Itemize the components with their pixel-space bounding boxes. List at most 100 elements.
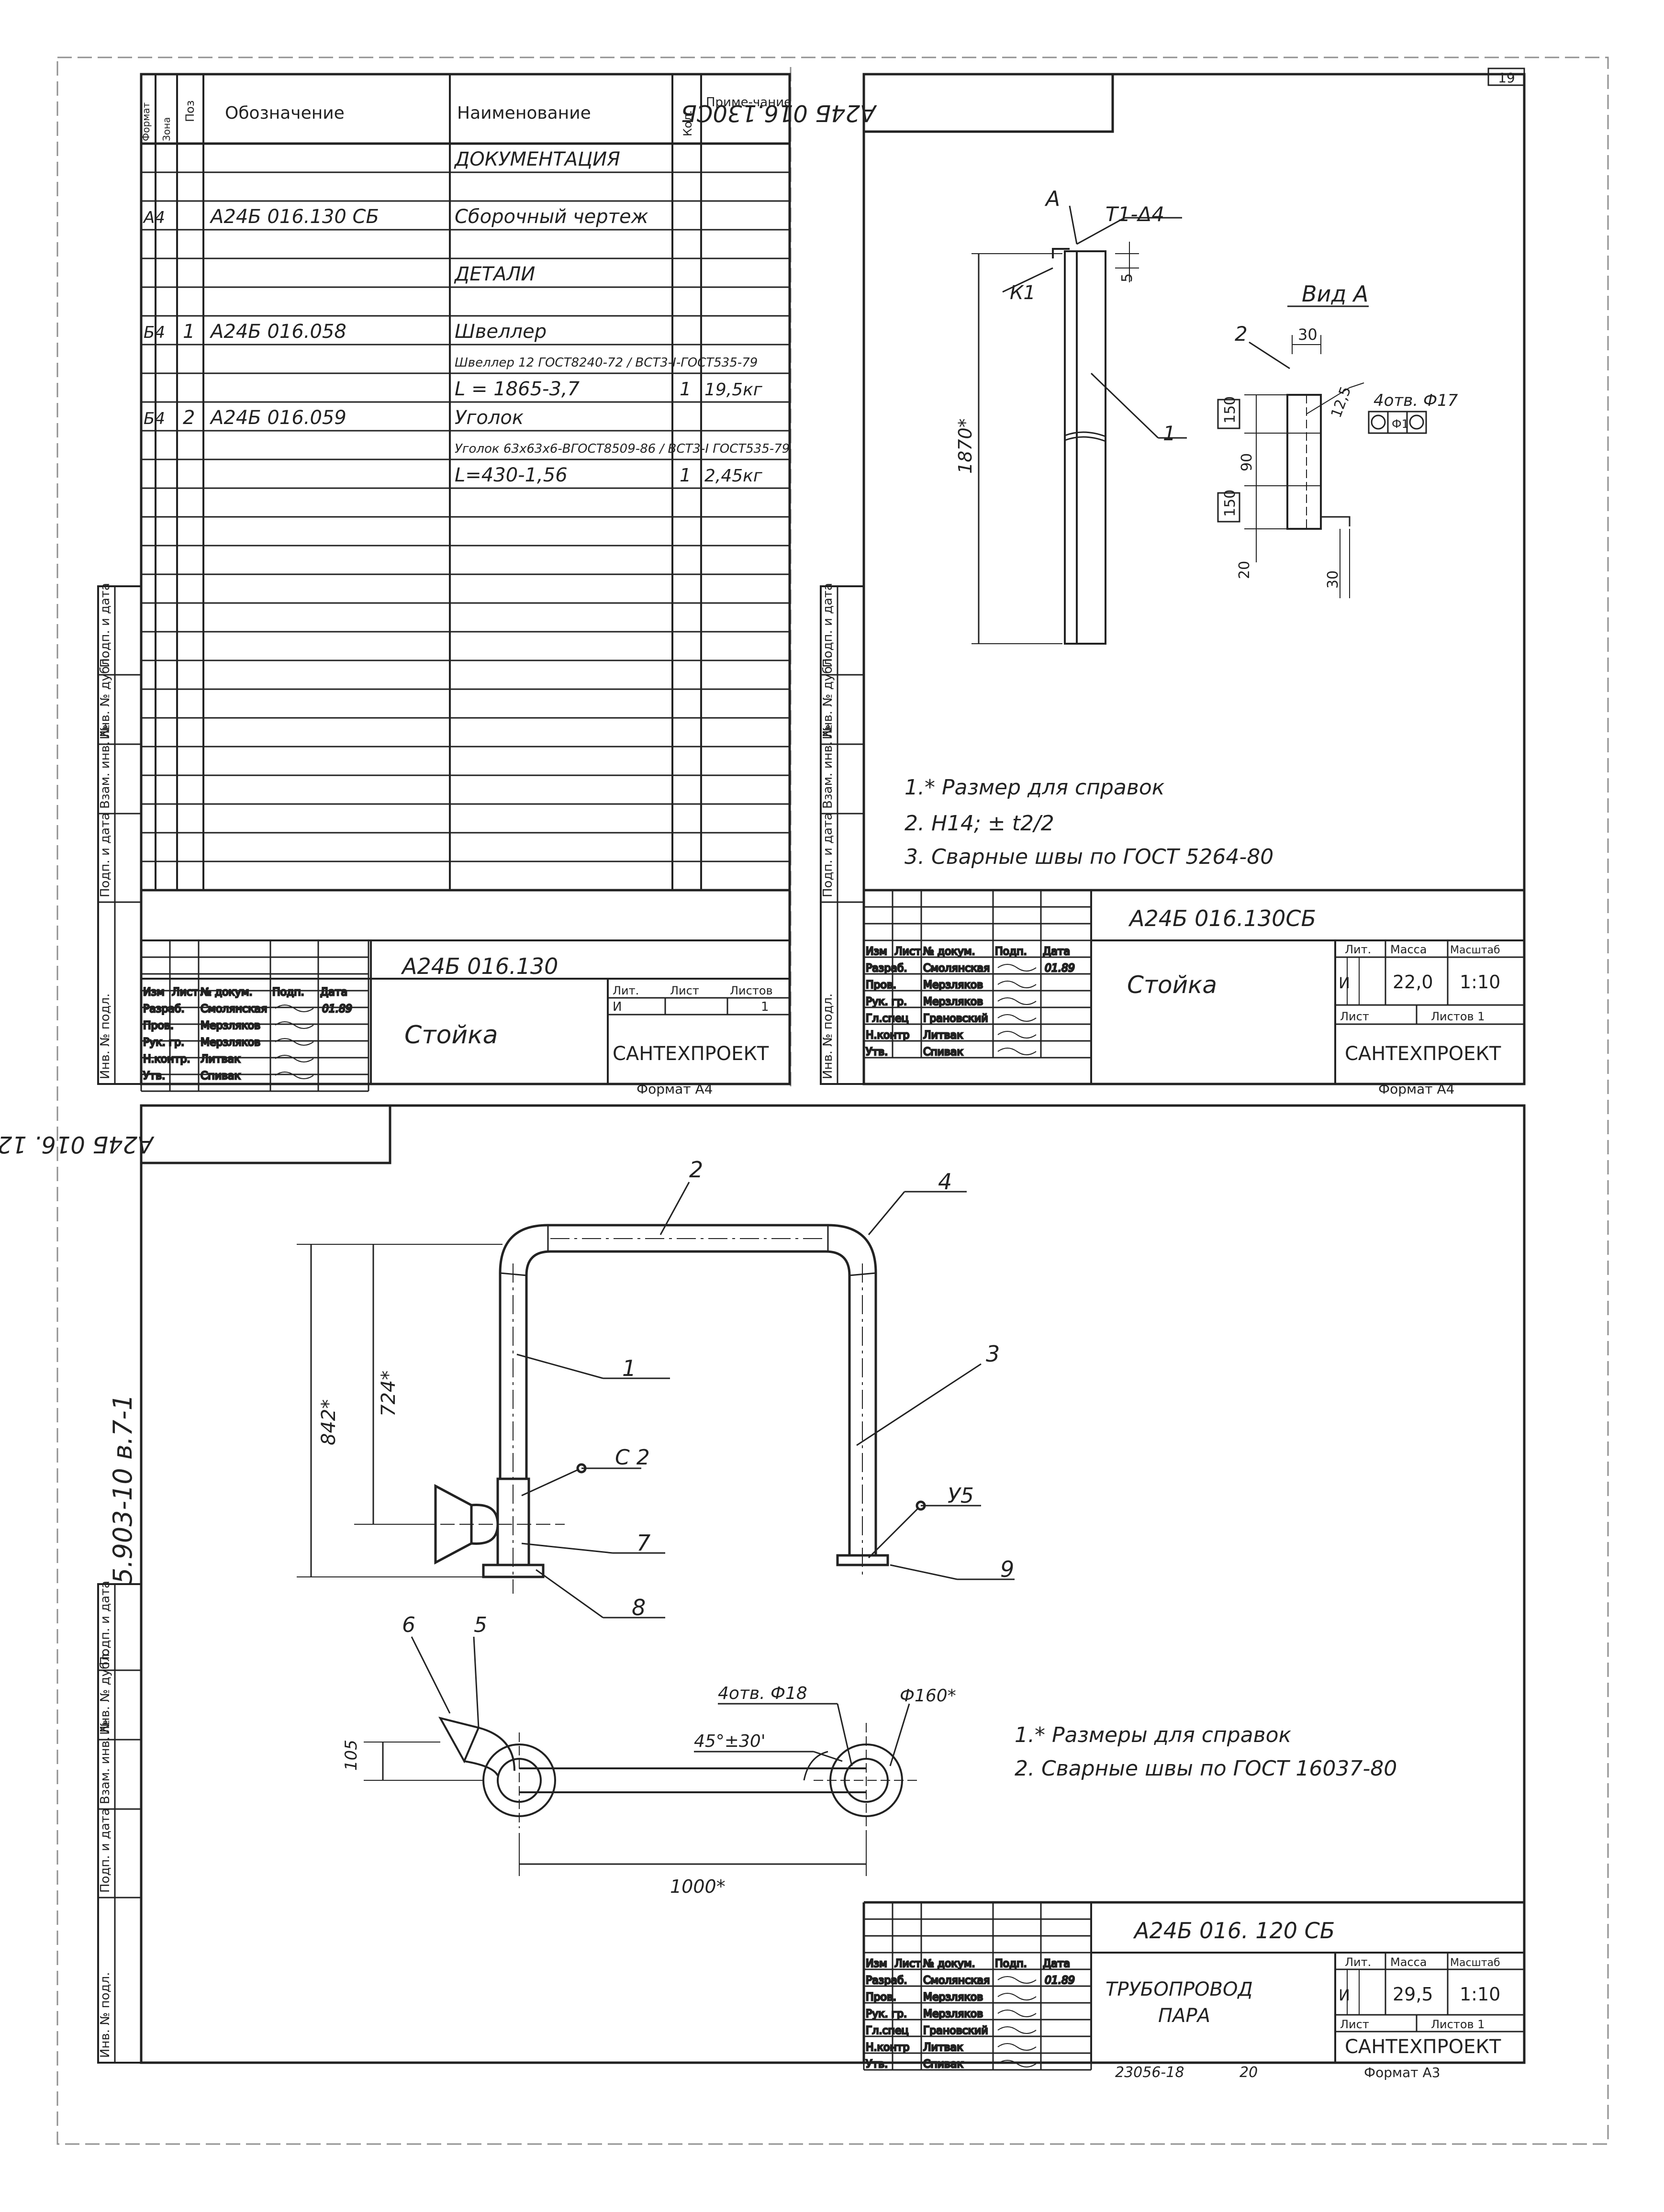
pipe-pos-5: 5 — [474, 1613, 487, 1637]
tb-person: Литвак — [923, 1029, 963, 1041]
pipe-pos-6: 6 — [402, 1613, 415, 1637]
tb2-mass-val: 22,0 — [1393, 972, 1433, 993]
dim-1000: 1000* — [670, 1876, 726, 1897]
tb-person: Смолянская — [923, 1975, 990, 1987]
side-label-5: Инв. № подл. — [98, 994, 112, 1079]
tb3-lit-label: Лит. — [1345, 1955, 1371, 1969]
tb1-lit-val: И — [613, 1000, 622, 1014]
tb-person: Смолянская — [201, 1003, 267, 1015]
tb2-scale-val: 1:10 — [1460, 972, 1500, 993]
holes-18: 4отв. Ф18 — [718, 1684, 807, 1703]
tb-date: 01.89 — [1045, 962, 1075, 974]
spec-cell-qty: 1 — [680, 465, 691, 486]
tb1-lit-label: Лит. — [613, 984, 639, 997]
spec-cell-designation: А24Б 016.058 — [209, 321, 346, 343]
svg-text:Взам. инв. №: Взам. инв. № — [821, 724, 835, 809]
spec-cell-note: 2,45кг — [704, 466, 763, 486]
tb1-sheet-label: Лист — [670, 984, 699, 997]
tb-role: Гл.спец — [866, 1013, 908, 1025]
tb-role: Утв. — [143, 1070, 165, 1082]
tb3-scale-label: Масштаб — [1450, 1957, 1500, 1969]
tb-date: 01.89 — [1045, 1975, 1075, 1987]
tb-person: Мерзляков — [923, 1991, 983, 2003]
bottom-code: 23056-18 — [1115, 2064, 1184, 2081]
tb-role: Утв. — [866, 1046, 888, 1058]
svg-text:Подп. и дата: Подп. и дата — [821, 813, 835, 897]
view-letter-a: А — [1044, 187, 1060, 211]
weld-y5: У5 — [948, 1484, 974, 1508]
spec-cell-name: Швеллер — [455, 321, 547, 343]
tb1-org: САНТЕХПРОЕКТ — [613, 1043, 769, 1065]
view-a-drawing — [1217, 305, 1427, 598]
spec-cell-designation: А24Б 016.130 СБ — [209, 206, 379, 228]
spec-cell-pos: 1 — [183, 321, 195, 343]
spec-cell-format: А4 — [143, 208, 165, 227]
signature-scribble — [997, 2026, 1037, 2034]
pipe-pos-2: 2 — [689, 1157, 703, 1183]
signature-scribble — [275, 1038, 314, 1046]
spec-cell-name: Сборочный чертеж — [455, 206, 648, 228]
tb-person: Грановский — [923, 1013, 988, 1025]
dim-30: 30 — [1298, 325, 1318, 344]
tb3-sheet-label: Лист — [1340, 2018, 1369, 2031]
spec-cell-note: 19,5кг — [704, 380, 763, 400]
dim-105: 105 — [342, 1740, 361, 1771]
spec-cell-name: Уголок 63х63х6-ВГОСТ8509-86 / ВСТ3-I ГОС… — [455, 442, 790, 456]
tb-person: Спивак — [923, 2058, 963, 2070]
tb3-mass-val: 29,5 — [1393, 1984, 1433, 2005]
signature-scribble — [997, 981, 1037, 988]
tb-head-cell: Подп. — [995, 1958, 1027, 1970]
dim-842: 842* — [318, 1399, 340, 1445]
tb3-title-1: ТРУБОПРОВОД — [1106, 1978, 1253, 2000]
pipe-pos-9: 9 — [1000, 1556, 1014, 1582]
hdr-designation: Обозначение — [225, 103, 345, 123]
tb1-code: А24Б 016.130 — [401, 953, 558, 979]
dim-724: 724* — [378, 1371, 400, 1417]
dim-1870: 1870* — [955, 418, 976, 474]
tb2-code: А24Б 016.130СБ — [1128, 905, 1316, 931]
side-label-2: Инв. № дубл. — [98, 654, 112, 739]
tb-person: Смолянская — [923, 962, 990, 974]
tb2-lit-label: Лит. — [1345, 943, 1371, 956]
hdr-pos: Поз — [183, 101, 197, 123]
spec-cell-format: Б4 — [144, 323, 165, 342]
vertical-doc-code: 5.903-10 в.7-1 — [108, 1394, 138, 1584]
svg-text:Инв. № подл.: Инв. № подл. — [98, 1972, 112, 2058]
tb-person: Грановский — [923, 2025, 988, 2037]
pipe-note-2: 2. Сварные швы по ГОСТ 16037-80 — [1015, 1756, 1397, 1781]
pos-1-label: 1 — [1163, 422, 1176, 445]
spec-cell-name: L = 1865-3,7 — [455, 378, 580, 400]
dim-5: 5 — [1119, 273, 1136, 282]
spec-sheet: Подп. и дата Инв. № дубл. Взам. инв. № П… — [97, 73, 792, 1097]
bottom-page: 20 — [1240, 2064, 1258, 2081]
tb3-lit-val: И — [1339, 1986, 1350, 2004]
svg-text:Взам. инв. №: Взам. инв. № — [98, 1720, 112, 1804]
tb-person: Мерзляков — [201, 1037, 260, 1049]
svg-text:Подп. и дата: Подп. и дата — [98, 1808, 112, 1893]
tb-role: Гл.спец — [866, 2025, 908, 2037]
tb2-sheet-label: Лист — [1340, 1010, 1369, 1023]
spec-cell-pos: 2 — [183, 407, 195, 429]
spec-cell-name: Швеллер 12 ГОСТ8240-72 / ВСТ3-I-ГОСТ535-… — [455, 356, 758, 370]
signature-scribble — [275, 1005, 314, 1012]
view-a-title: Вид А — [1302, 281, 1368, 307]
svg-text:Подп. и дата: Подп. и дата — [821, 583, 835, 668]
spec-row: ДОКУМЕНТАЦИЯ — [454, 148, 620, 170]
tb-role: Рук. гр. — [143, 1037, 184, 1049]
hdr-note: Приме-чание — [706, 95, 792, 110]
tb-person: Литвак — [923, 2042, 963, 2054]
tb2-org: САНТЕХПРОЕКТ — [1345, 1043, 1501, 1065]
tb2-format: Формат А4 — [1378, 1081, 1454, 1097]
stand-note-3: 3. Сварные швы по ГОСТ 5264-80 — [905, 845, 1273, 869]
pipe-pos-3: 3 — [986, 1341, 1000, 1367]
signature-scribble — [997, 1993, 1037, 2000]
tb-head-cell: Подп. — [995, 946, 1027, 958]
stand-assembly-sheet: 19 Подп. и дата Инв. № дубл. Взам. инв. … — [681, 67, 1526, 1097]
tb1-sheets-val: 1 — [761, 1000, 769, 1014]
tb-person: Спивак — [923, 1046, 963, 1058]
pipe-pos-7: 7 — [637, 1530, 650, 1556]
tb-person: Литвак — [201, 1053, 240, 1065]
